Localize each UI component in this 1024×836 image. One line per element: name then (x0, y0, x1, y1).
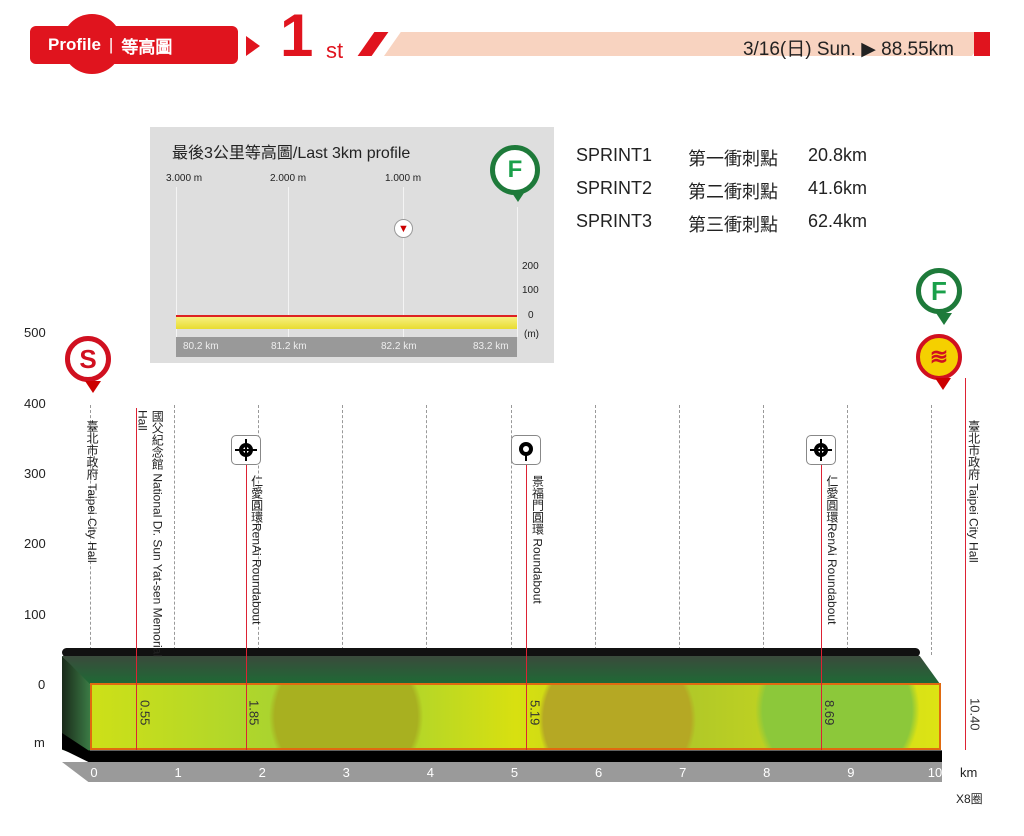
marker-km-value: 10.40 (967, 698, 983, 731)
profile-label-zh: 等高圖 (121, 37, 173, 57)
x-unit-label: km (960, 765, 978, 780)
gridline (510, 405, 512, 655)
gridline (342, 405, 344, 655)
x-axis-bar (62, 762, 942, 782)
x-tick-label: 0 (90, 765, 98, 780)
sprint-row: SPRINT3 第三衝刺點 62.4km (576, 211, 867, 237)
marker-line (245, 465, 247, 750)
profile-area (90, 683, 941, 750)
marker-line (820, 465, 822, 750)
inset-y-tick: 0 (528, 310, 534, 321)
sprint-km: 41.6km (808, 178, 868, 198)
inset-top-tick: 3.000 m (166, 173, 203, 184)
gridline (90, 405, 91, 655)
inset-y-tick: 200 (522, 261, 539, 272)
marker-label: 臺北市政府 Taipei City Hall (85, 420, 99, 563)
marker-label: 國父紀念館 National Dr. Sun Yat-sen Memorial … (135, 410, 165, 657)
gridline (258, 405, 260, 655)
x-tick-label: 5 (510, 765, 519, 780)
marker-label: 仁愛圓環RenAi Roundabout (249, 475, 264, 625)
laps-label: X8圈 (956, 792, 983, 806)
x-tick-label: 2 (258, 765, 266, 780)
sprint-name: SPRINT1 (576, 145, 653, 165)
profile-top-edge (62, 648, 920, 657)
sprint-km: 62.4km (808, 211, 868, 231)
roundabout-icon (805, 435, 836, 465)
inset-profile-line (176, 315, 517, 317)
x-tick-label: 8 (763, 765, 771, 780)
header-slash (357, 32, 389, 56)
finish-flag-icon: F (490, 145, 540, 202)
stage-number: 1 (280, 2, 314, 69)
gridline (931, 405, 932, 655)
profile-badge: Profile|等高圖 (30, 26, 238, 64)
inset-top-tick: 2.000 m (270, 173, 307, 184)
km-marker-icon: ▼ (394, 219, 413, 238)
sprint-name-zh: 第三衝刺點 (688, 215, 778, 235)
gridline (678, 405, 680, 655)
y-tick-label: 500 (24, 325, 46, 340)
x-tick-label: 9 (847, 765, 855, 780)
sprint-km: 20.8km (808, 145, 868, 165)
inset-y-tick: 100 (522, 285, 539, 296)
marker-line (136, 408, 138, 750)
finish-flag-icon: F (916, 268, 962, 325)
sprint-name-zh: 第一衝刺點 (688, 149, 778, 169)
sprint-name: SPRINT3 (576, 211, 653, 231)
inset-km-tick: 83.2 km (473, 341, 509, 352)
marker-label: 仁愛圓環RenAi Roundabout (824, 475, 839, 625)
sprint-row: SPRINT2 第二衝刺點 41.6km (576, 178, 867, 204)
y-tick-label: 300 (24, 466, 46, 481)
marker-km-value: 8.69 (821, 700, 837, 726)
roundabout-icon (230, 435, 261, 465)
gridline (762, 405, 764, 655)
gridline (594, 405, 596, 655)
start-icon: S (65, 336, 111, 393)
marker-km-value: 5.19 (527, 700, 543, 726)
roundabout-gate-icon (511, 435, 542, 465)
gridline (174, 405, 176, 655)
x-tick-label: 10 (927, 765, 943, 780)
last-3km-inset: 最後3公里等高圖/Last 3km profile 3.000 m 2.000 … (150, 127, 554, 363)
inset-km-tick: 82.2 km (381, 341, 417, 352)
marker-label: 臺北市政府 Taipei City Hall (966, 420, 981, 563)
marker-km-value: 1.85 (246, 700, 262, 726)
inset-profile-area (176, 317, 517, 329)
inset-km-tick: 81.2 km (271, 341, 307, 352)
y-unit-label: m (34, 735, 45, 750)
x-tick-label: 6 (594, 765, 603, 780)
inset-title: 最後3公里等高圖/Last 3km profile (172, 145, 411, 162)
x-tick-label: 3 (342, 765, 350, 780)
marker-km-value: 0.55 (137, 700, 153, 726)
inset-y-unit: (m) (524, 329, 539, 340)
marker-line (964, 378, 966, 750)
gridline (426, 405, 428, 655)
x-tick-label: 4 (426, 765, 434, 780)
inset-top-tick: 1.000 m (385, 173, 422, 184)
stage-date-distance: 3/16(日) Sun. ▶ 88.55km (742, 39, 954, 60)
sprint-row: SPRINT1 第一衝刺點 20.8km (576, 145, 867, 171)
y-tick-label: 400 (24, 396, 46, 411)
profile-side (62, 656, 940, 684)
sprint-name-zh: 第二衝刺點 (688, 182, 778, 202)
y-tick-label: 0 (38, 677, 46, 692)
marker-label: 景福門圓環 Roundabout (530, 475, 545, 604)
inset-km-axis: 80.2 km 81.2 km 82.2 km 83.2 km (176, 337, 517, 357)
inset-km-tick: 80.2 km (183, 341, 219, 352)
header-end-block (974, 32, 990, 56)
marker-line (526, 465, 528, 750)
play-icon (246, 36, 260, 56)
y-tick-label: 200 (24, 536, 46, 551)
y-tick-label: 100 (24, 607, 46, 622)
gridline (846, 405, 848, 655)
x-tick-label: 7 (679, 765, 687, 780)
stage-suffix: st (326, 38, 344, 63)
x-tick-label: 1 (174, 765, 182, 780)
sprint-name: SPRINT2 (576, 178, 653, 198)
sprint-icon: ≋ (916, 334, 962, 390)
profile-label: Profile (48, 35, 101, 54)
